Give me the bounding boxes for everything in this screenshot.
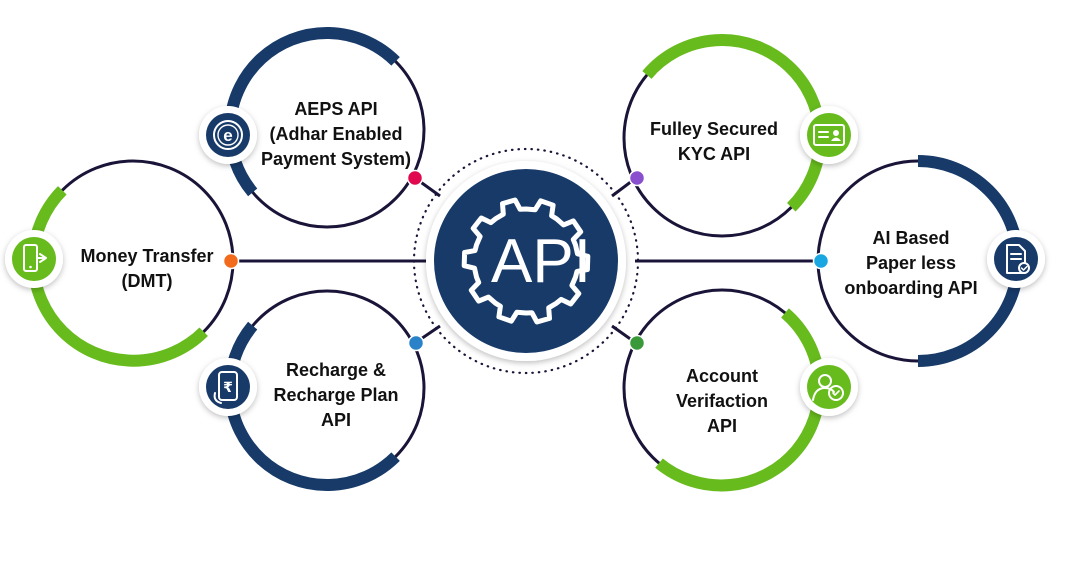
node-label-kyc: Fulley Secured KYC API xyxy=(649,119,779,164)
dot-dmt xyxy=(222,252,240,270)
api-hub: API xyxy=(412,147,640,375)
connector-dots xyxy=(222,169,830,352)
svg-text:₹: ₹ xyxy=(223,380,233,396)
svg-text:e: e xyxy=(223,126,232,145)
id-card-icon xyxy=(800,106,858,164)
ring-arc-account xyxy=(655,308,826,492)
icon-badges: e₹ xyxy=(5,106,1045,416)
node-label-aeps: AEPS API (Adhar Enabled Payment System) xyxy=(260,99,412,169)
mobile-transfer-icon xyxy=(5,230,63,288)
gear-icon xyxy=(461,197,591,325)
rupee-mobile-icon: ₹ xyxy=(199,358,257,416)
hub-dotted-ring xyxy=(412,147,640,375)
dot-account xyxy=(628,334,646,352)
document-check-icon xyxy=(987,230,1045,288)
ring-arc-dmt xyxy=(27,186,208,367)
user-verify-icon xyxy=(800,358,858,416)
node-label-account: Account Verifaction API xyxy=(675,366,769,436)
dot-aeps xyxy=(406,169,424,187)
dot-recharge xyxy=(407,334,425,352)
fingerprint-e-icon: e xyxy=(199,106,257,164)
dot-ai xyxy=(812,252,830,270)
hub-navy-disc xyxy=(434,169,618,353)
ring-arc-kyc xyxy=(642,34,826,212)
hub-label: API xyxy=(491,227,591,296)
dot-kyc xyxy=(628,169,646,187)
node-label-recharge: Recharge & Recharge Plan API xyxy=(273,360,399,430)
node-label-ai: AI Based Paper less onboarding API xyxy=(844,228,978,298)
node-label-dmt: Money Transfer (DMT) xyxy=(80,246,214,291)
